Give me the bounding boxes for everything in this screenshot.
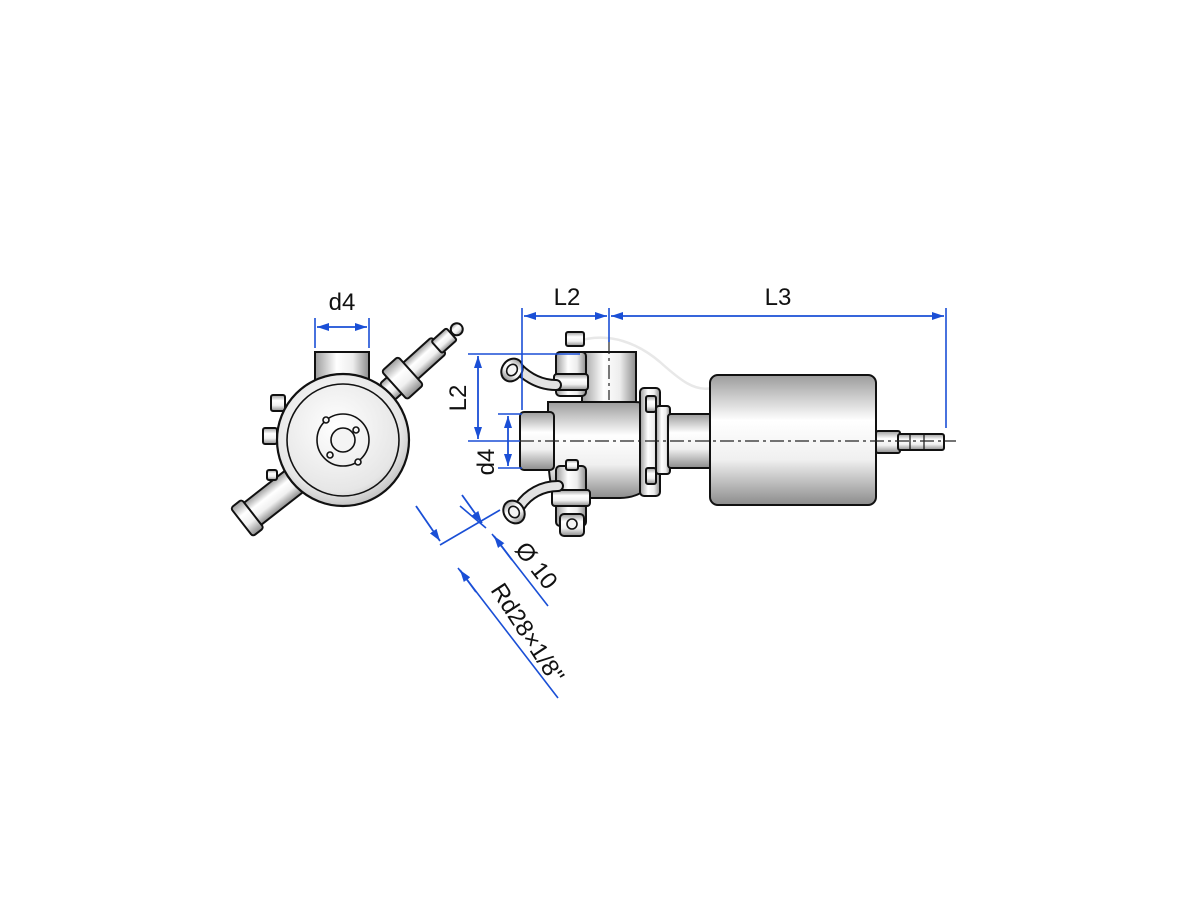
clamp-bolt-top bbox=[645, 395, 657, 413]
dimension-label-l2-horizontal: L2 bbox=[554, 284, 581, 311]
shaft-collar bbox=[875, 430, 901, 454]
dimension-label-l2-vertical: L2 bbox=[445, 385, 472, 412]
bolt-hole-2 bbox=[352, 426, 360, 434]
actuator-cylinder bbox=[709, 374, 877, 506]
bottom-positioner-ring bbox=[551, 489, 591, 507]
angled-fitting-upper-right bbox=[379, 322, 464, 401]
dimension-d4-vertical: d4 bbox=[473, 413, 522, 476]
body-inner-circle bbox=[286, 383, 400, 497]
bolt-hole-3 bbox=[326, 451, 334, 459]
side-fitting-left-lower bbox=[262, 427, 278, 445]
dimension-l2-horizontal: L2 bbox=[521, 284, 610, 410]
clamp-bolt-bottom bbox=[645, 467, 657, 485]
side-view bbox=[500, 331, 956, 537]
dimension-label-d4-vertical: d4 bbox=[473, 449, 500, 476]
dimension-label-l3: L3 bbox=[765, 284, 792, 311]
end-view bbox=[230, 322, 464, 537]
dimension-label-thread: Rd28×1/8" bbox=[485, 579, 569, 689]
tube-fitting bbox=[565, 331, 585, 347]
dimension-label-d4-top: d4 bbox=[329, 289, 356, 316]
dimension-d4-top: d4 bbox=[314, 289, 370, 348]
dimension-l3: L3 bbox=[611, 284, 947, 428]
bottom-positioner-nut bbox=[565, 459, 579, 471]
side-fitting-left-upper bbox=[270, 394, 286, 412]
flange-circle bbox=[316, 413, 370, 467]
bottom-elbow-pipe-fill bbox=[516, 482, 562, 510]
side-fitting-left-bottom bbox=[266, 469, 278, 481]
bolt-hole-1 bbox=[322, 416, 330, 424]
center-bore bbox=[330, 427, 356, 453]
shaft bbox=[897, 433, 945, 451]
bolt-hole-4 bbox=[354, 458, 362, 466]
cable-tube-inner bbox=[574, 336, 713, 391]
